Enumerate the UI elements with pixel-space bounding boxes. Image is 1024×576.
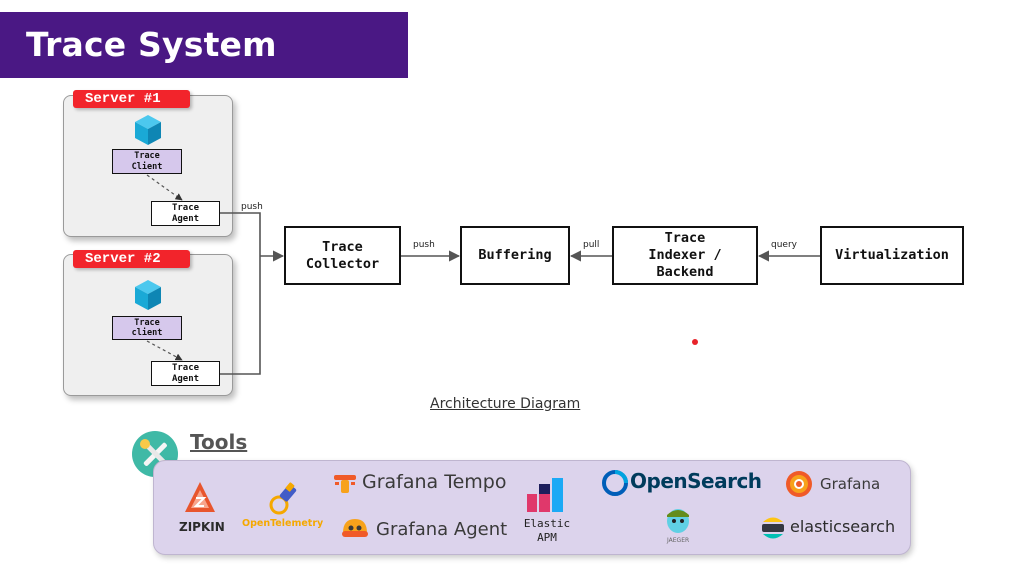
server-2-client-to-agent-arrow (146, 340, 183, 361)
diagram-caption: Architecture Diagram (430, 396, 581, 412)
pointer-dot (692, 339, 698, 345)
jaeger-logo-icon (667, 509, 689, 533)
server-2-trace-client: Trace client (112, 316, 182, 340)
server-1-client-to-agent-arrow (146, 174, 183, 201)
title-banner: Trace System (0, 12, 408, 78)
server-label-2: Server #2 (73, 250, 190, 268)
server-2-cube-icon (135, 280, 161, 310)
server-label-1: Server #1 (73, 90, 190, 108)
pull-label: pull (583, 240, 600, 250)
zipkin-name: ZIPKIN (179, 520, 225, 534)
opentelemetry-name: OpenTelemetry (242, 518, 324, 529)
opensearch-logo-icon (602, 470, 628, 496)
trace-collector-node: Trace Collector (284, 226, 401, 285)
jaeger-name: JAEGER (667, 537, 690, 544)
elasticsearch-name: elasticsearch (790, 517, 896, 536)
elastic-apm-logo-icon (527, 478, 563, 512)
server-2-trace-agent: Trace Agent (151, 361, 220, 386)
opensearch-name: OpenSearch (630, 469, 762, 493)
grafana-tempo-name: Grafana Tempo (362, 471, 507, 493)
grafana-name: Grafana (820, 475, 881, 493)
grafana-logo-icon (786, 471, 812, 497)
agent-1-to-collector-line (220, 212, 261, 256)
trace-indexer-node: Trace Indexer / Backend (612, 226, 758, 285)
elasticsearch-logo-icon (762, 517, 784, 539)
server-1-cube-icon (135, 115, 161, 145)
page-title: Trace System (26, 25, 277, 64)
query-label: query (771, 240, 797, 250)
agent-2-to-collector-line (220, 256, 261, 375)
opentelemetry-logo-icon (269, 482, 297, 515)
server-1-trace-client: Trace Client (112, 149, 182, 174)
server-1-trace-agent: Trace Agent (151, 201, 220, 226)
buffering-node: Buffering (460, 226, 570, 285)
grafana-agent-name: Grafana Agent (376, 519, 508, 540)
zipkin-logo-icon (185, 482, 215, 512)
tools-heading: Tools (190, 430, 248, 454)
grafana-agent-logo-icon (342, 519, 368, 537)
collector-push-label: push (413, 240, 435, 250)
elastic-apm-name: Elastic APM (523, 517, 571, 544)
grafana-tempo-logo-icon (334, 475, 356, 493)
agent-push-label: push (241, 202, 263, 212)
virtualization-node: Virtualization (820, 226, 964, 285)
